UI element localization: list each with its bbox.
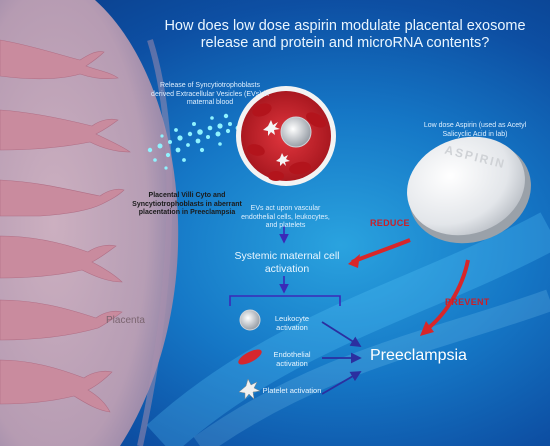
arrow-leukocyte-to-pe [321, 321, 362, 347]
leukocyte-activation-label: Leukocyte activation [274, 314, 310, 332]
platelet-activation-label: Platelet activation [262, 386, 322, 395]
reduce-label: REDUCE [370, 218, 410, 228]
arrow-platelet-to-pe [321, 371, 362, 395]
leukocyte-icon [239, 309, 261, 331]
evs-act-label: EVs act upon vascular endothelial cells,… [241, 205, 330, 229]
reduce-arrow [351, 238, 411, 264]
aspirin-tablet [407, 136, 531, 244]
endothelial-cell-icon [238, 349, 262, 365]
diagram-title: How does low dose aspirin modulate place… [164, 18, 526, 51]
placenta-label: Placenta [106, 315, 145, 326]
endothelial-activation-label: Endothelial activation [273, 350, 311, 368]
prevent-label: PREVENT [445, 297, 490, 307]
preeclampsia-label: Preeclampsia [370, 347, 467, 364]
blood-vessel [236, 86, 336, 186]
aspirin-caption: Low dose Aspirin (used as Acetyl Salicyc… [423, 122, 527, 138]
light-streak [146, 212, 550, 446]
ev-release-label: Release of Syncytiotrophoblasts derived … [151, 82, 269, 106]
activation-bracket [229, 295, 341, 306]
placental-villi-label: Placental Villi Cyto and Syncytiotrophob… [132, 192, 242, 216]
platelet-icon [238, 378, 261, 400]
light-streak [193, 289, 550, 446]
systemic-activation-label: Systemic maternal cell activation [234, 250, 340, 275]
placental-villi [0, 39, 131, 413]
prevent-arrow [424, 259, 470, 332]
